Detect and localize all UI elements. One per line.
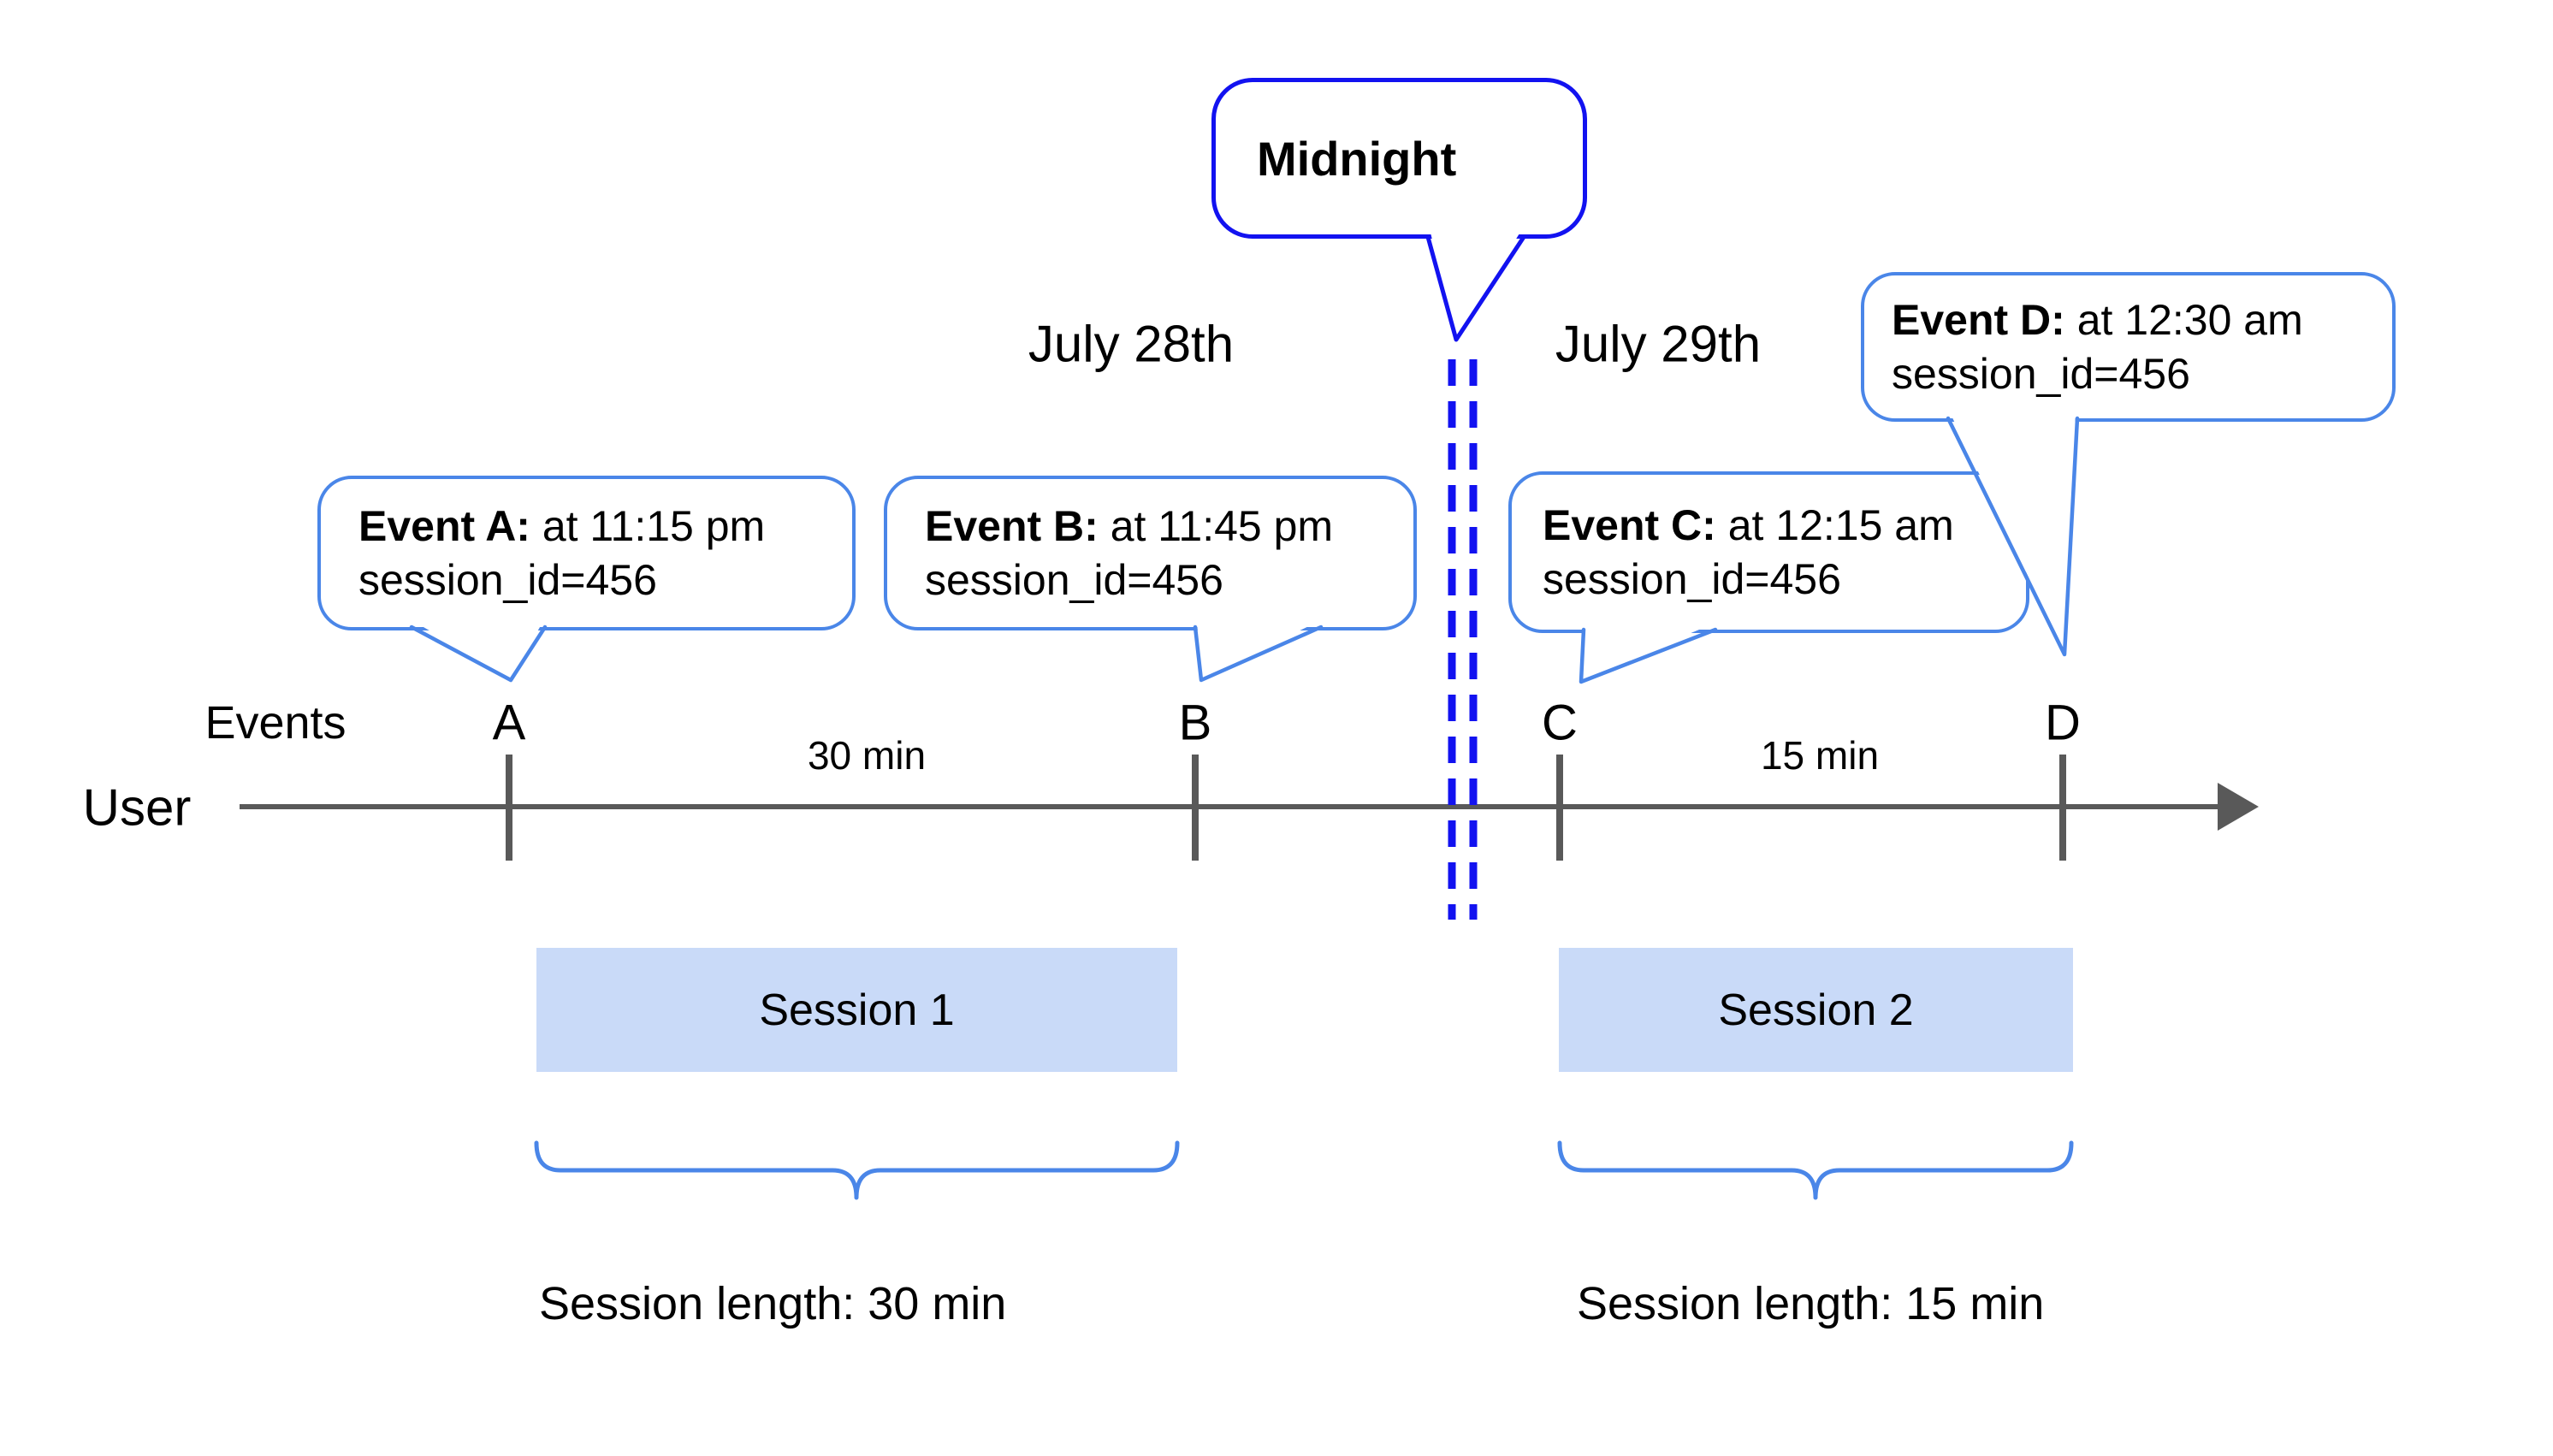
event-d-callout-line1: Event D: at 12:30 am [1892,293,2392,347]
event-c-callout: Event C: at 12:15 am session_id=456 [1508,471,2029,633]
event-c-time: at 12:15 am [1715,500,1954,549]
event-a-time: at 11:15 pm [530,501,766,550]
event-d-callout: Event D: at 12:30 am session_id=456 [1861,272,2396,422]
tick-letter-a: A [492,695,526,751]
timeline-arrowhead-icon [2218,783,2259,831]
event-d-session: session_id=456 [1892,349,2190,398]
event-c-tail [1579,627,1718,684]
date-july-29: July 29th [1555,315,1762,373]
user-axis-label: User [82,778,192,837]
tick-letter-d: D [2045,695,2081,751]
event-b-callout-line1: Event B: at 11:45 pm [925,500,1413,553]
event-a-callout-line1: Event A: at 11:15 pm [358,500,852,553]
tick-letter-c: C [1542,695,1578,751]
tick-b [1192,755,1199,861]
event-c-callout-line1: Event C: at 12:15 am [1543,499,2026,553]
event-d-time: at 12:30 am [2064,295,2303,344]
event-b-time: at 11:45 pm [1098,501,1334,550]
event-b-callout: Event B: at 11:45 pm session_id=456 [884,476,1417,630]
event-b-tail [1193,624,1324,683]
session2-label: Session 2 [1718,985,1914,1035]
tick-c [1556,755,1563,861]
midnight-tail [1425,234,1526,342]
event-b-session: session_id=456 [925,555,1223,604]
event-d-title: Event D: [1892,295,2065,344]
tick-a [506,755,512,861]
midnight-callout-text: Midnight [1257,131,1457,186]
midnight-tail-fill [1430,229,1522,336]
midnight-callout: Midnight [1211,78,1587,239]
session1-label: Session 1 [759,985,955,1035]
session1-length-label: Session length: 30 min [539,1278,1007,1329]
tick-d [2059,755,2066,861]
tick-letter-b: B [1178,695,1212,751]
events-axis-label: Events [204,697,347,749]
session2-brace [1557,1140,2074,1200]
date-july-28: July 28th [1028,315,1235,373]
event-a-tail [409,624,548,683]
session2-box: Session 2 [1559,948,2073,1072]
session1-box: Session 1 [536,948,1177,1072]
event-a-callout: Event A: at 11:15 pm session_id=456 [317,476,856,630]
interval-15min: 15 min [1760,733,1880,778]
timeline-line [240,804,2218,809]
event-b-title: Event B: [925,501,1099,550]
event-c-title: Event C: [1543,500,1716,549]
session2-length-label: Session length: 15 min [1577,1278,2045,1329]
event-a-session: session_id=456 [358,555,657,604]
session1-brace [534,1140,1180,1200]
event-c-session: session_id=456 [1543,554,1841,603]
interval-30min: 30 min [807,733,927,778]
event-a-title: Event A: [358,501,530,550]
